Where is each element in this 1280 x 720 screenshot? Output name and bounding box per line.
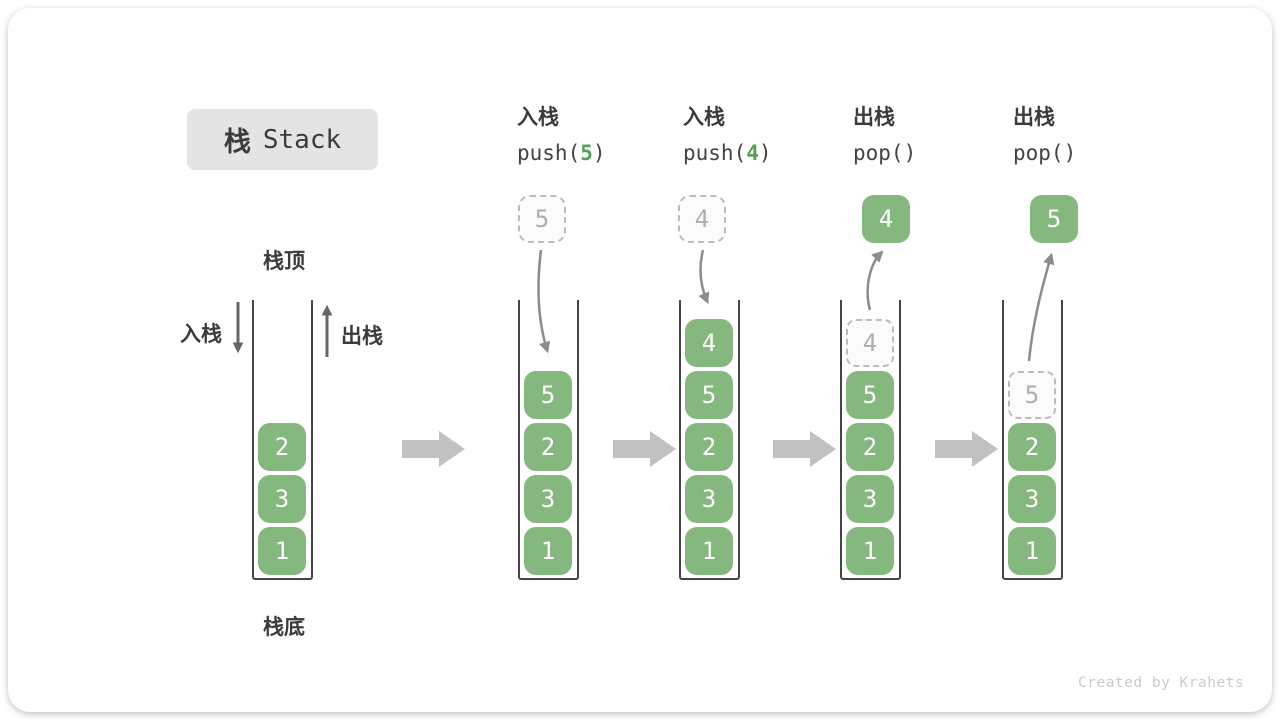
op-header-push5: 入栈 push(5) xyxy=(517,104,687,166)
stack-cell: 2 xyxy=(524,423,572,471)
stack-container-1: 2 3 1 xyxy=(252,300,313,580)
title-badge: 栈 Stack xyxy=(187,109,378,170)
code-post: ) xyxy=(758,141,772,165)
code-pre: push( xyxy=(683,141,747,165)
code-pre: pop( xyxy=(853,141,904,165)
op-code: pop() xyxy=(853,140,1023,166)
stack-cell: 2 xyxy=(846,423,894,471)
stack-container-2: 5 2 3 1 xyxy=(518,300,579,580)
stack-cell: 1 xyxy=(1008,527,1056,575)
stack-cell: 4 xyxy=(685,319,733,367)
pop-side-label: 出栈 xyxy=(341,325,383,348)
op-label: 出栈 xyxy=(1013,106,1055,129)
incoming-value-ghost: 4 xyxy=(678,195,726,243)
code-post: ) xyxy=(1063,141,1077,165)
incoming-value-ghost: 5 xyxy=(518,195,566,243)
stack-bottom-label: 栈底 xyxy=(263,616,305,639)
op-code: push(4) xyxy=(683,140,853,166)
op-label: 入栈 xyxy=(517,106,559,129)
stack-container-5: 5 2 3 1 xyxy=(1002,300,1063,580)
stack-cell: 5 xyxy=(524,371,572,419)
stack-cell: 1 xyxy=(524,527,572,575)
stack-top-label: 栈顶 xyxy=(263,250,305,273)
op-code: pop() xyxy=(1013,140,1183,166)
code-post: ) xyxy=(592,141,606,165)
stack-cell: 5 xyxy=(846,371,894,419)
stack-cell: 1 xyxy=(258,527,306,575)
removed-cell-ghost: 4 xyxy=(846,319,894,367)
stack-cell: 1 xyxy=(846,527,894,575)
stack-cell: 5 xyxy=(685,371,733,419)
op-header-pop2: 出栈 pop() xyxy=(1013,104,1183,166)
code-arg: 5 xyxy=(580,141,593,165)
op-label: 出栈 xyxy=(853,106,895,129)
stack-cell: 2 xyxy=(258,423,306,471)
title-en: Stack xyxy=(262,124,342,155)
push-side-label: 入栈 xyxy=(180,323,222,346)
stack-cell: 2 xyxy=(1008,423,1056,471)
watermark: Created by Krahets xyxy=(1078,675,1245,691)
stack-container-3: 4 5 2 3 1 xyxy=(679,300,740,580)
stack-cell: 2 xyxy=(685,423,733,471)
code-pre: pop( xyxy=(1013,141,1064,165)
stack-container-4: 4 5 2 3 1 xyxy=(840,300,901,580)
op-header-push4: 入栈 push(4) xyxy=(683,104,853,166)
code-post: ) xyxy=(903,141,917,165)
removed-cell-ghost: 5 xyxy=(1008,371,1056,419)
stack-cell: 3 xyxy=(258,475,306,523)
stack-cell: 3 xyxy=(524,475,572,523)
stack-cell: 3 xyxy=(846,475,894,523)
op-label: 入栈 xyxy=(683,106,725,129)
stack-cell: 1 xyxy=(685,527,733,575)
stack-cell: 3 xyxy=(1008,475,1056,523)
op-code: push(5) xyxy=(517,140,687,166)
popped-value: 4 xyxy=(862,195,910,243)
title-zh: 栈 xyxy=(223,127,251,157)
code-arg: 4 xyxy=(746,141,759,165)
code-pre: push( xyxy=(517,141,581,165)
popped-value: 5 xyxy=(1030,195,1078,243)
stack-cell: 3 xyxy=(685,475,733,523)
op-header-pop1: 出栈 pop() xyxy=(853,104,1023,166)
